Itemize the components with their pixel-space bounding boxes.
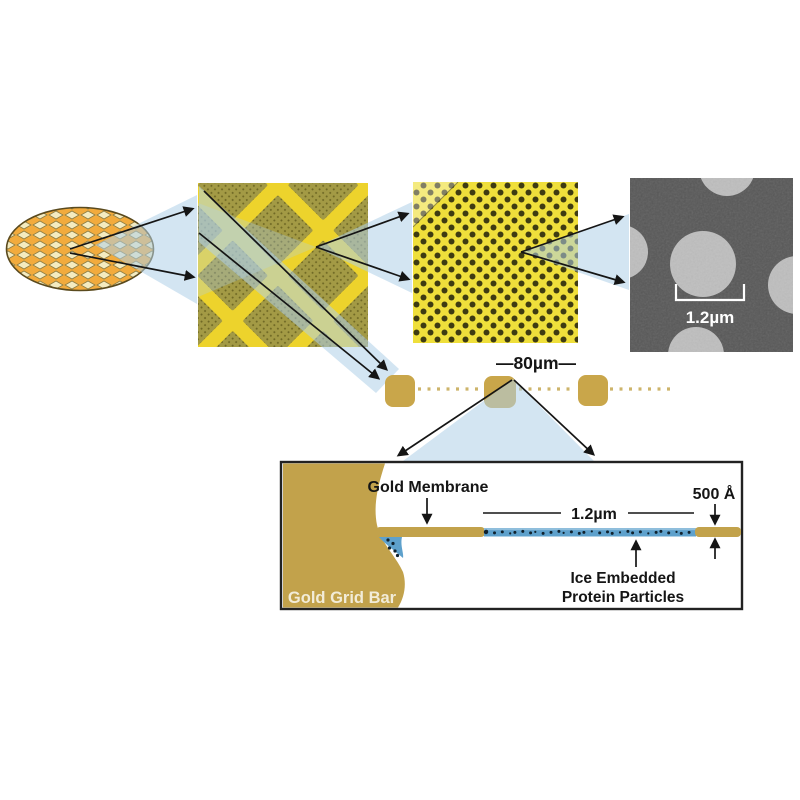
ice-particles-label-line1: Ice Embedded bbox=[570, 570, 675, 587]
scale-bracket bbox=[674, 284, 746, 302]
zoom-cone-fill bbox=[95, 195, 197, 304]
gold-grid-bar-label: Gold Grid Bar bbox=[288, 589, 397, 607]
scale-bar-label: 1.2µm bbox=[686, 308, 735, 327]
zoom-arrow-lower bbox=[69, 252, 196, 281]
meniscus-protein-particles bbox=[386, 538, 400, 558]
zoom-cone-to-cross-section bbox=[396, 379, 596, 461]
ice-meniscus bbox=[379, 537, 404, 558]
cross-section-panel: Gold Membrane 1.2µm 500 Å Ice Embedded P… bbox=[279, 460, 744, 611]
holey-film-image bbox=[413, 182, 578, 343]
ice-strip-highlight bbox=[484, 528, 696, 531]
zoom-cone-grid-to-squares bbox=[69, 195, 197, 304]
zoom-band-to-pitch-row bbox=[199, 186, 399, 393]
gold-membrane-left bbox=[376, 527, 485, 537]
zoom-cone-fill bbox=[316, 202, 412, 293]
grid-bar-corner-edge bbox=[413, 182, 459, 228]
em-grain bbox=[630, 178, 793, 352]
zoom-cone-fill bbox=[521, 214, 629, 290]
zoom-cone-film-to-hole bbox=[520, 214, 629, 290]
gold-membrane-label: Gold Membrane bbox=[368, 479, 489, 496]
zoom-arrow-right bbox=[513, 379, 596, 456]
pitch-square-1 bbox=[385, 375, 415, 407]
zoom-arrow-upper bbox=[315, 211, 410, 248]
zoom-arrow-lower bbox=[315, 246, 411, 282]
pitch-band-arrow-1 bbox=[203, 190, 388, 371]
gold-grid-bar-shape bbox=[283, 463, 405, 608]
zoom-cone-squares-to-film bbox=[315, 202, 412, 293]
holey-film-micrograph bbox=[413, 182, 578, 343]
ice-strip bbox=[484, 528, 696, 537]
gold-membrane-right bbox=[695, 527, 741, 537]
pitch-band-arrow-2 bbox=[198, 232, 381, 380]
zoom-arrow-left bbox=[396, 379, 513, 457]
zoom-cone-fill bbox=[403, 379, 594, 461]
ice-protein-particles bbox=[483, 529, 691, 535]
grid-bar-pitch-row: —80µm— bbox=[385, 353, 671, 408]
zoom-arrow-lower bbox=[520, 251, 626, 285]
ice-particles-label-line2: Protein Particles bbox=[562, 589, 684, 606]
zoom-arrow-upper bbox=[520, 214, 625, 253]
zoom-arrow-upper bbox=[69, 206, 195, 250]
pitch-label: —80µm— bbox=[496, 353, 577, 373]
membrane-thickness-label: 500 Å bbox=[693, 484, 736, 503]
hole-em-micrograph: 1.2µm bbox=[630, 178, 793, 352]
pitch-square-3 bbox=[578, 375, 608, 406]
hole-width-label: 1.2µm bbox=[571, 506, 617, 523]
